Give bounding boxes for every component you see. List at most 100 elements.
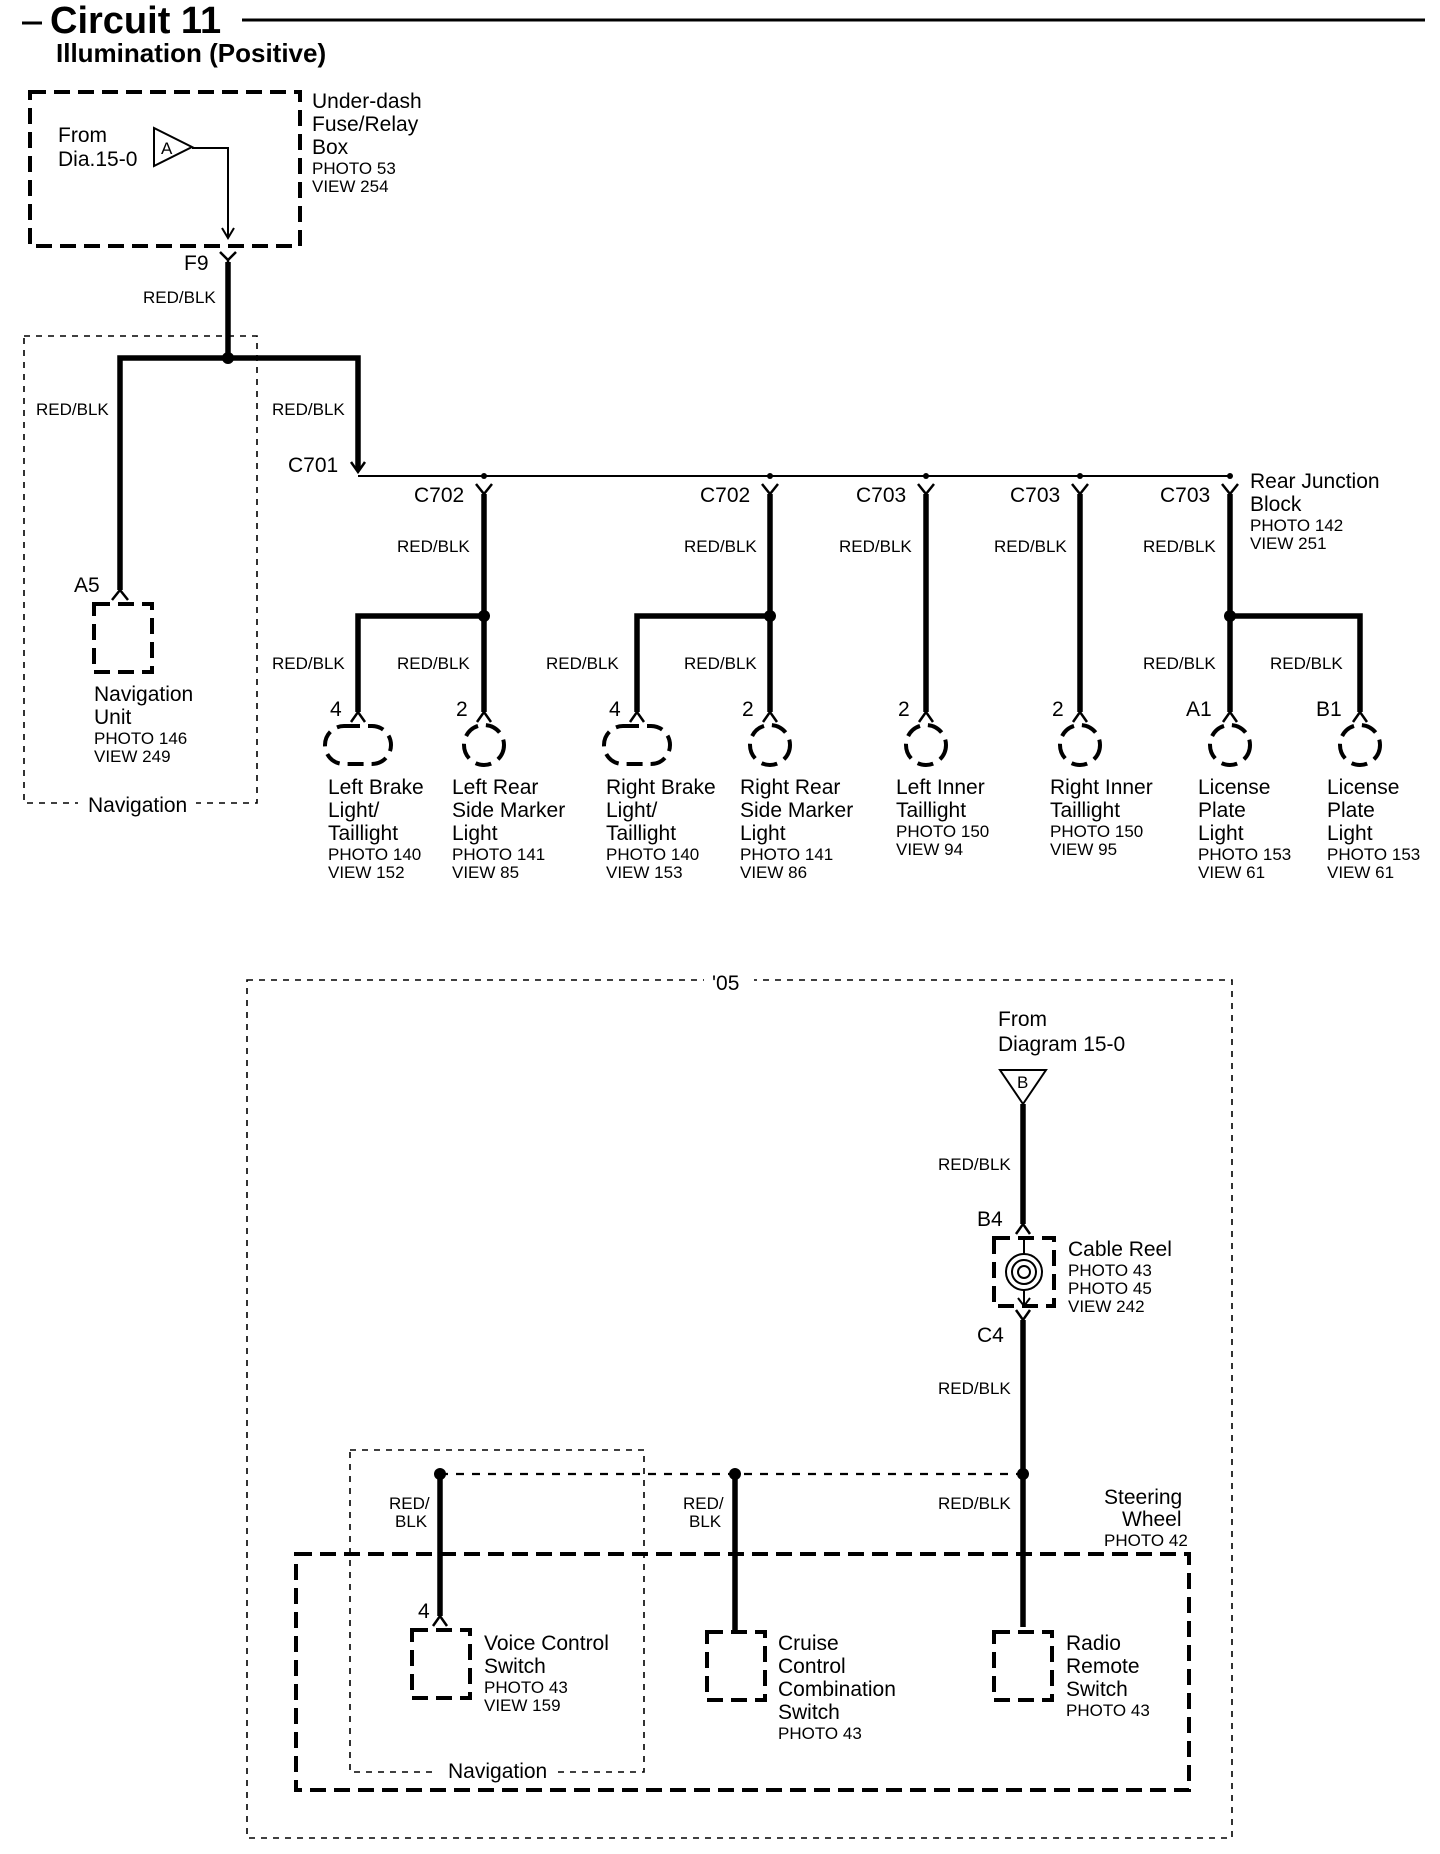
light-photo: PHOTO 153 bbox=[1327, 845, 1420, 864]
bulb-socket-icon bbox=[323, 724, 393, 766]
junction-name-2: Block bbox=[1250, 493, 1302, 516]
nav-unit-name-2: Unit bbox=[94, 706, 132, 729]
light-name-2: Light/ bbox=[328, 799, 380, 822]
light-name-1: Left Rear bbox=[452, 776, 538, 799]
light-name-1: Left Brake bbox=[328, 776, 424, 799]
light-name-1: Right Rear bbox=[740, 776, 840, 799]
light-right-side-marker: 2 Right Rear Side Marker Light PHOTO 141… bbox=[740, 698, 853, 882]
lower-from-label: From bbox=[998, 1008, 1047, 1031]
light-pin: 2 bbox=[898, 698, 910, 721]
bulb-socket-icon bbox=[1338, 723, 1382, 767]
light-name-3: Taillight bbox=[328, 822, 398, 845]
light-name-2: Taillight bbox=[1050, 799, 1120, 822]
light-name-1: License bbox=[1327, 776, 1399, 799]
light-name-1: Left Inner bbox=[896, 776, 985, 799]
light-pin: A1 bbox=[1186, 698, 1212, 721]
light-name-2: Side Marker bbox=[740, 799, 853, 822]
radio-switch-photo: PHOTO 43 bbox=[1066, 1701, 1150, 1720]
light-pin-connector-icon bbox=[761, 709, 779, 723]
wire-label-nav: RED/BLK bbox=[36, 400, 109, 419]
fuse-box-outline bbox=[28, 90, 302, 248]
c4-connector-icon bbox=[1014, 1309, 1032, 1323]
connector-c702-a: C702 bbox=[414, 484, 464, 507]
light-view: VIEW 86 bbox=[740, 863, 807, 882]
junction-photo: PHOTO 142 bbox=[1250, 516, 1343, 535]
light-pin: 2 bbox=[742, 698, 754, 721]
bulb-socket-icon bbox=[1058, 723, 1102, 767]
bulb-socket-icon bbox=[1208, 723, 1252, 767]
connector-c703-c: C703 bbox=[1160, 484, 1210, 507]
fuse-from-label: From bbox=[58, 124, 107, 147]
c703b-connector-icon bbox=[1071, 483, 1089, 497]
light-photo: PHOTO 153 bbox=[1198, 845, 1291, 864]
wire-label-split-5: RED/BLK bbox=[1143, 654, 1216, 673]
light-name-3: Taillight bbox=[606, 822, 676, 845]
cruise-switch-name-4: Switch bbox=[778, 1701, 840, 1724]
source-b-triangle-icon bbox=[998, 1069, 1048, 1106]
bus-node-4 bbox=[1077, 473, 1083, 479]
light-view: VIEW 61 bbox=[1198, 863, 1265, 882]
split-wire-right bbox=[634, 613, 773, 712]
cruise-switch-name-1: Cruise bbox=[778, 1632, 839, 1655]
fuse-box-name-3: Box bbox=[312, 136, 349, 159]
light-pin: B1 bbox=[1316, 698, 1342, 721]
lower-navigation-label: Navigation bbox=[448, 1760, 547, 1783]
radio-switch-name-1: Radio bbox=[1066, 1632, 1121, 1655]
c702a-connector-icon bbox=[475, 483, 493, 497]
fuse-arrow-icon bbox=[221, 227, 235, 240]
fuse-box-name-1: Under-dash bbox=[312, 90, 422, 113]
navigation-label-backing bbox=[78, 788, 196, 818]
wire-label-drop-2: RED/BLK bbox=[684, 537, 757, 556]
c702b-connector-icon bbox=[761, 483, 779, 497]
radio-switch-name-2: Remote bbox=[1066, 1655, 1140, 1678]
wire-label-cruise-2: BLK bbox=[689, 1512, 722, 1531]
light-name-3: Light bbox=[1198, 822, 1244, 845]
lower-navigation-region-outline bbox=[349, 1449, 645, 1773]
wire-label-rear: RED/BLK bbox=[272, 400, 345, 419]
splice-node-main bbox=[222, 352, 234, 364]
light-name-2: Side Marker bbox=[452, 799, 565, 822]
bus-node-2 bbox=[767, 473, 773, 479]
steering-wheel-outline bbox=[294, 1552, 1191, 1792]
bulb-socket-icon bbox=[462, 723, 506, 767]
light-view: VIEW 94 bbox=[896, 840, 963, 859]
cable-reel-name: Cable Reel bbox=[1068, 1238, 1172, 1261]
bus-node-3 bbox=[923, 473, 929, 479]
light-license-plate-b1: B1 License Plate Light PHOTO 153 VIEW 61 bbox=[1316, 698, 1420, 882]
wire-label-cruise-1: RED/ bbox=[683, 1494, 724, 1513]
wire-label-drop-4: RED/BLK bbox=[994, 537, 1067, 556]
nav-unit-name-1: Navigation bbox=[94, 683, 193, 706]
light-pin: 4 bbox=[609, 698, 621, 721]
voice-switch-box bbox=[410, 1628, 472, 1700]
radio-switch-name-3: Switch bbox=[1066, 1678, 1128, 1701]
cruise-switch-name-3: Combination bbox=[778, 1678, 896, 1701]
cable-reel-photo-1: PHOTO 43 bbox=[1068, 1261, 1152, 1280]
light-name-2: Plate bbox=[1198, 799, 1246, 822]
wire-label-split-3: RED/BLK bbox=[546, 654, 619, 673]
steering-wheel-photo: PHOTO 42 bbox=[1104, 1531, 1188, 1550]
light-photo: PHOTO 141 bbox=[452, 845, 545, 864]
wire-label-split-4: RED/BLK bbox=[684, 654, 757, 673]
bulb-socket-icon bbox=[748, 723, 792, 767]
wire-label-main: RED/BLK bbox=[143, 288, 216, 307]
light-photo: PHOTO 150 bbox=[896, 822, 989, 841]
voice-switch-name-2: Switch bbox=[484, 1655, 546, 1678]
light-photo: PHOTO 140 bbox=[606, 845, 699, 864]
light-photo: PHOTO 150 bbox=[1050, 822, 1143, 841]
cable-reel-pin-c4: C4 bbox=[977, 1324, 1004, 1347]
wire-label-radio: RED/BLK bbox=[938, 1494, 1011, 1513]
voice-switch-name-1: Voice Control bbox=[484, 1632, 609, 1655]
navigation-feed-wire bbox=[117, 355, 361, 590]
cable-reel-photo-2: PHOTO 45 bbox=[1068, 1279, 1152, 1298]
source-a-letter: A bbox=[161, 139, 173, 158]
splice-node-radio bbox=[1017, 1468, 1029, 1480]
light-view: VIEW 153 bbox=[606, 863, 683, 882]
nav-unit-view: VIEW 249 bbox=[94, 747, 171, 766]
voice-pin-connector-icon bbox=[431, 1613, 449, 1627]
light-left-brake: 4 Left Brake Light/ Taillight PHOTO 140 … bbox=[323, 698, 424, 882]
connector-c703-a: C703 bbox=[856, 484, 906, 507]
light-right-inner-taillight: 2 Right Inner Taillight PHOTO 150 VIEW 9… bbox=[1050, 698, 1153, 859]
wire-label-drop-1: RED/BLK bbox=[397, 537, 470, 556]
junction-name-1: Rear Junction bbox=[1250, 470, 1380, 493]
lower-navigation-label-backing bbox=[436, 1754, 552, 1784]
